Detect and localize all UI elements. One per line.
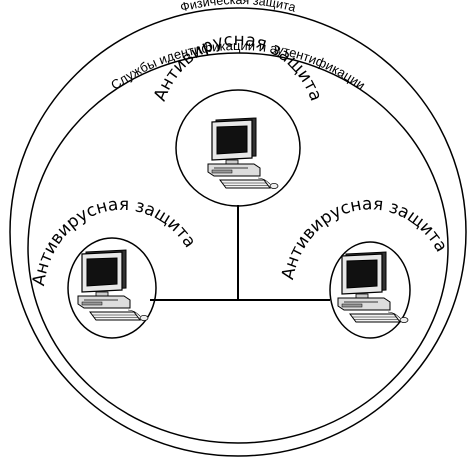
physical-protection-circle	[9, 7, 467, 457]
computer-icon	[337, 251, 409, 324]
node-left-circle	[67, 237, 157, 339]
computer-icon	[77, 249, 149, 322]
identification-services-circle	[27, 52, 449, 444]
node-top-circle	[175, 89, 301, 207]
node-right: Антивирусная защита	[278, 194, 451, 339]
node-top: Антивирусная защита	[150, 30, 326, 207]
node-left: Антивирусная защита	[29, 195, 200, 339]
computer-icon	[207, 117, 279, 190]
node-top-label: Антивирусная защита	[150, 30, 326, 104]
node-right-circle	[329, 241, 411, 339]
